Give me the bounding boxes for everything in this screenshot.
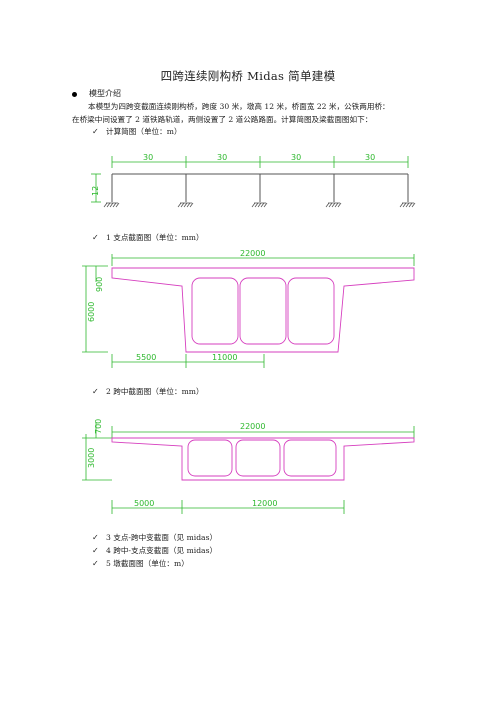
- height-label: 12: [91, 186, 100, 196]
- cell-middle: [235, 439, 281, 477]
- item-support-section: ✓1 支点截面图（单位：mm）: [92, 233, 204, 242]
- left-label: 5000: [134, 499, 154, 508]
- bottom-label: 11000: [212, 353, 237, 362]
- midspan-section-diagram: 22000 700 3000 5000 12000: [82, 419, 415, 514]
- cell-left: [187, 439, 233, 477]
- check-icon: ✓: [92, 387, 99, 396]
- cell-left: [191, 277, 239, 345]
- support-section-diagram: 22000 900 6000 5500 11000: [82, 249, 415, 368]
- span-label: 30: [291, 153, 301, 162]
- check-icon: ✓: [92, 546, 99, 555]
- intro-paragraph: 本模型为四跨变截面连续刚构桥，跨度 30 米，墩高 12 米，桥面宽 22 米，…: [72, 100, 432, 126]
- check-icon: ✓: [92, 559, 99, 568]
- calc-diagram: 30 30 30 30 12: [91, 153, 416, 208]
- left-label: 5500: [136, 353, 156, 362]
- paragraph-line-2: 在桥梁中间设置了 2 道铁路轨道，两侧设置了 2 道公路路面。计算简图及梁截面图…: [72, 115, 373, 124]
- span-label: 30: [143, 153, 153, 162]
- item-midspan-section: ✓2 跨中截面图（单位：mm）: [92, 387, 204, 396]
- section-outline: [111, 437, 415, 481]
- item-variable-a: ✓3 支点-跨中变截面（见 midas）: [92, 533, 218, 542]
- depth-label: 6000: [87, 302, 96, 322]
- width-label: 22000: [240, 422, 265, 431]
- check-icon: ✓: [92, 233, 99, 242]
- cell-right: [287, 277, 335, 345]
- item-pier-section: ✓5 墩截面图（单位：m）: [92, 559, 189, 568]
- item-calc-diagram: ✓计算简图（单位：m）: [92, 127, 182, 136]
- bottom-label: 12000: [252, 499, 277, 508]
- depth-label: 3000: [87, 448, 96, 468]
- width-label: 22000: [240, 249, 265, 258]
- section-heading: 模型介绍: [72, 88, 121, 99]
- page-title: 四跨连续刚构桥 Midas 简单建模: [160, 69, 336, 83]
- check-icon: ✓: [92, 127, 99, 136]
- slab-label: 700: [94, 419, 103, 434]
- paragraph-line-1: 本模型为四跨变截面连续刚构桥，跨度 30 米，墩高 12 米，桥面宽 22 米，…: [88, 102, 390, 111]
- check-icon: ✓: [92, 533, 99, 542]
- cell-middle: [239, 277, 287, 345]
- span-label: 30: [217, 153, 227, 162]
- cell-right: [283, 439, 337, 477]
- item-variable-b: ✓4 跨中-支点变截面（见 midas）: [92, 546, 218, 555]
- bullet-icon: [72, 91, 77, 97]
- section-label: 模型介绍: [89, 89, 121, 98]
- span-label: 30: [365, 153, 375, 162]
- section-outline: [111, 267, 415, 353]
- slab-label: 900: [95, 277, 104, 292]
